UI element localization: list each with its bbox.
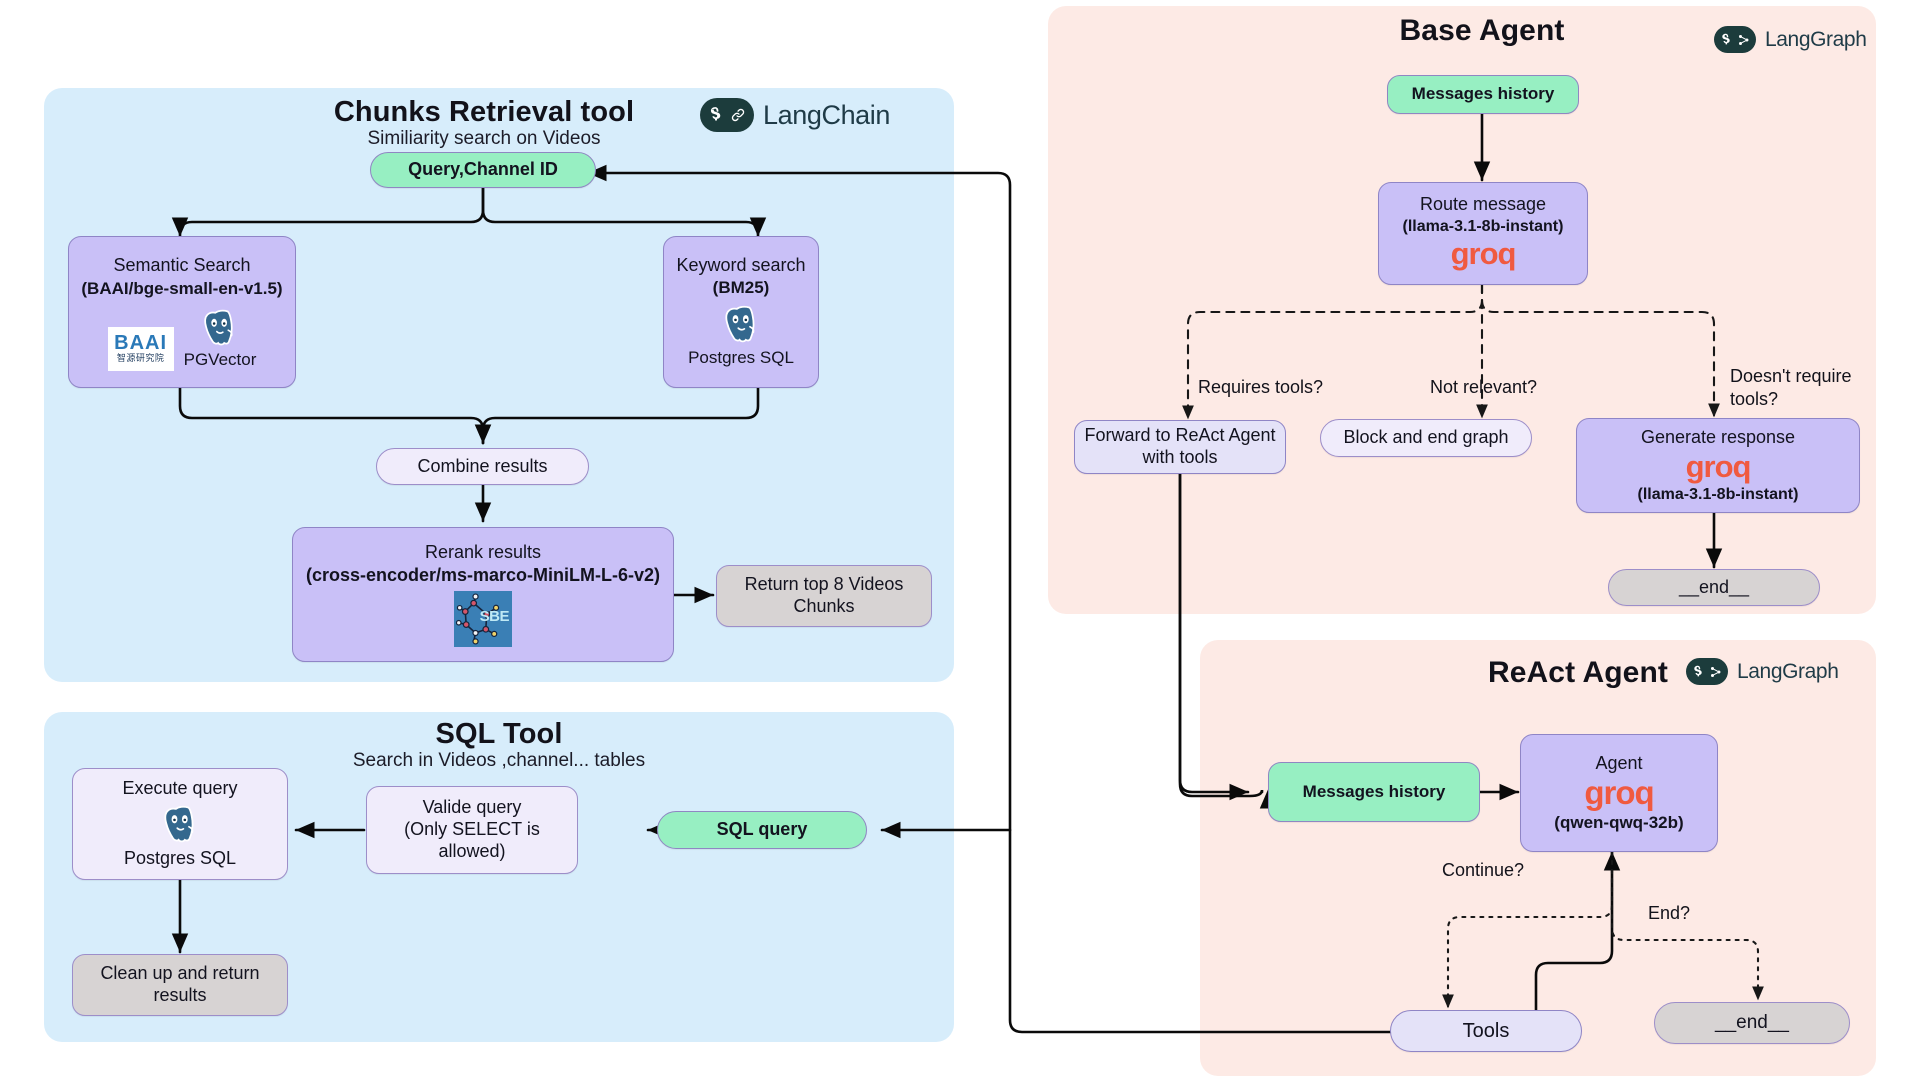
langgraph-wordmark: LangGraph	[1737, 659, 1839, 683]
langgraph-parrot-graph-icon	[1714, 26, 1756, 53]
postgres-elephant-icon	[164, 805, 194, 843]
generate-response-model: (llama-3.1-8b-instant)	[1637, 485, 1799, 503]
semantic-search-store: PGVector	[183, 349, 257, 369]
langgraph-wordmark: LangGraph	[1765, 27, 1867, 51]
langchain-parrot-link-icon	[700, 98, 754, 132]
keyword-search-title: Keyword search	[676, 255, 806, 276]
doesnt-require-line1: Doesn't require	[1730, 366, 1852, 386]
doesnt-require-line2: tools?	[1730, 389, 1779, 410]
tools-label: Tools	[1462, 1019, 1510, 1042]
route-message-model: (llama-3.1-8b-instant)	[1402, 218, 1564, 236]
node-cleanup-results[interactable]: Clean up and return results	[72, 954, 288, 1016]
groq-logo-text: groq	[1450, 235, 1517, 271]
node-rerank-results[interactable]: Rerank results (cross-encoder/ms-marco-M…	[292, 527, 674, 662]
sql-query-label: SQL query	[716, 819, 808, 840]
node-base-messages-history[interactable]: Messages history	[1387, 75, 1579, 114]
node-combine-results[interactable]: Combine results	[376, 448, 589, 485]
react-end-label: __end__	[1715, 1012, 1789, 1034]
postgres-elephant-icon	[204, 309, 234, 346]
forward-line1: Forward to ReAct Agent	[1084, 425, 1276, 446]
react-messages-history-label: Messages history	[1302, 781, 1446, 801]
react-agent-model: (qwen-qwq-32b)	[1554, 812, 1684, 832]
return-chunks-line2: Chunks	[793, 596, 855, 616]
baai-logo-icon: BAAI 智源研究院	[107, 326, 174, 371]
langgraph-parrot-graph-icon	[1686, 658, 1728, 685]
return-chunks-line1: Return top 8 Videos	[744, 574, 904, 595]
semantic-search-title: Semantic Search	[113, 255, 251, 276]
postgres-elephant-icon	[725, 305, 755, 343]
node-return-top-chunks[interactable]: Return top 8 Videos Chunks	[716, 565, 932, 627]
chunks-panel-subtitle: Similiarity search on Videos	[367, 128, 601, 149]
base-agent-title: Base Agent	[1399, 14, 1565, 47]
edge-label-end: End?	[1648, 903, 1691, 923]
baai-logo-mark: BAAI	[114, 332, 168, 355]
node-semantic-search[interactable]: Semantic Search (BAAI/bge-small-en-v1.5)…	[68, 236, 296, 388]
block-label: Block and end graph	[1343, 427, 1509, 448]
node-react-messages-history[interactable]: Messages history	[1268, 762, 1480, 822]
edge-label-continue: Continue?	[1442, 860, 1525, 880]
cleanup-line1: Clean up and return	[100, 963, 260, 984]
node-execute-query[interactable]: Execute query Postgres SQL	[72, 768, 288, 880]
base-messages-history-label: Messages history	[1411, 84, 1555, 104]
rerank-model: (cross-encoder/ms-marco-MiniLM-L-6-v2)	[305, 564, 661, 585]
sql-panel-title: SQL Tool	[435, 718, 563, 750]
groq-logo-text: groq	[1685, 448, 1752, 484]
langgraph-logo-react: LangGraph	[1686, 658, 1839, 685]
node-tools[interactable]: Tools	[1390, 1010, 1582, 1052]
forward-line2: with tools	[1142, 447, 1218, 467]
edge-label-requires-tools: Requires tools?	[1198, 377, 1324, 397]
node-route-message[interactable]: Route message (llama-3.1-8b-instant) gro…	[1378, 182, 1588, 285]
node-base-end[interactable]: __end__	[1608, 569, 1820, 606]
node-block-and-end-graph[interactable]: Block and end graph	[1320, 419, 1532, 457]
node-keyword-search[interactable]: Keyword search (BM25) Postgres SQL	[663, 236, 819, 388]
node-generate-response[interactable]: Generate response groq (llama-3.1-8b-ins…	[1576, 418, 1860, 513]
base-end-label: __end__	[1678, 576, 1750, 597]
sbert-logo-icon: SBE	[454, 591, 512, 648]
validate-query-line2: (Only SELECT is	[404, 819, 540, 840]
groq-logo-text: groq	[1584, 774, 1654, 812]
combine-results-label: Combine results	[417, 455, 548, 476]
langchain-wordmark: LangChain	[763, 99, 891, 130]
route-message-title: Route message	[1419, 194, 1547, 215]
react-agent-node-title: Agent	[1595, 752, 1643, 773]
edge-label-not-relevant: Not relevant?	[1430, 377, 1538, 397]
generate-response-title: Generate response	[1640, 426, 1796, 447]
sbert-logo-text: SBE	[479, 608, 510, 626]
semantic-search-model: (BAAI/bge-small-en-v1.5)	[81, 279, 283, 299]
react-agent-title: ReAct Agent	[1487, 656, 1668, 689]
execute-query-title: Execute query	[122, 778, 238, 799]
node-react-agent[interactable]: Agent groq (qwen-qwq-32b)	[1520, 734, 1718, 852]
node-query-channel-id-label: Query,Channel ID	[408, 159, 558, 180]
validate-query-line3: allowed)	[438, 840, 506, 861]
langgraph-logo-base: LangGraph	[1714, 26, 1867, 53]
node-react-end[interactable]: __end__	[1654, 1002, 1850, 1044]
execute-query-store: Postgres SQL	[123, 848, 237, 868]
chunks-panel-title: Chunks Retrieval tool	[333, 96, 635, 128]
baai-logo-subtext: 智源研究院	[116, 353, 165, 364]
edge-label-doesnt-require-tools: Doesn't require tools?	[1730, 365, 1852, 412]
cleanup-line2: results	[153, 985, 207, 1005]
validate-query-line1: Valide query	[422, 797, 522, 818]
rerank-title: Rerank results	[424, 541, 542, 562]
node-validate-query[interactable]: Valide query (Only SELECT is allowed)	[366, 786, 578, 874]
node-sql-query[interactable]: SQL query	[657, 811, 867, 849]
node-forward-to-react-agent[interactable]: Forward to ReAct Agent with tools	[1074, 420, 1286, 474]
node-query-channel-id[interactable]: Query,Channel ID	[370, 152, 596, 188]
langchain-logo: LangChain	[700, 98, 890, 132]
sql-panel-subtitle: Search in Videos ,channel... tables	[352, 750, 646, 771]
keyword-search-model: (BM25)	[712, 278, 770, 298]
keyword-search-store: Postgres SQL	[688, 347, 794, 367]
